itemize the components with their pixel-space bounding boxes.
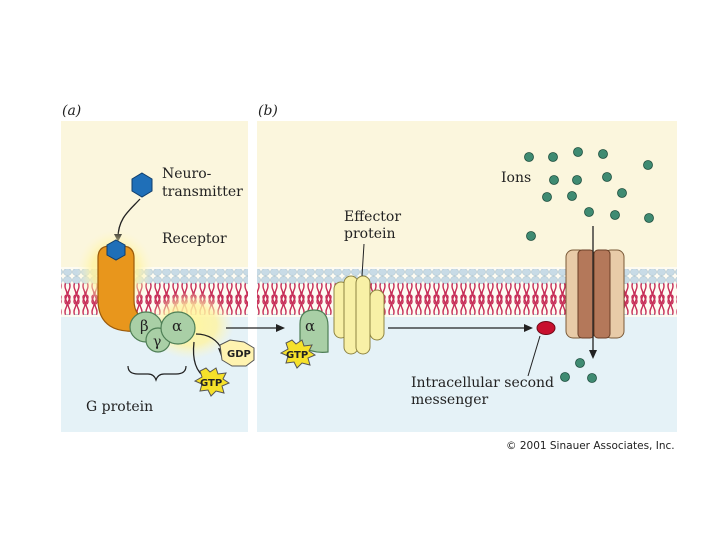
effector-label-line2: protein (344, 226, 396, 242)
alpha-symbol: α (172, 317, 183, 335)
panel-b-extracellular (257, 121, 677, 269)
bound-neurotransmitter-icon (106, 239, 126, 261)
gdp-text: GDP (227, 349, 251, 360)
beta-symbol: β (140, 317, 149, 335)
gtp-badge-a (193, 367, 231, 397)
neurotransmitter-icon (131, 172, 153, 198)
ions-extracellular (524, 147, 654, 241)
gtp-badge-b (279, 339, 317, 369)
panel-b-label: (b) (258, 103, 278, 119)
second-messenger-label-line2: messenger (411, 392, 489, 408)
g-alpha-subunit (160, 311, 196, 345)
second-messenger-label-line1: Intracellular second (411, 375, 554, 391)
gtp-a-text: GTP (200, 378, 223, 389)
ions-intracellular (560, 358, 597, 383)
copyright-notice: © 2001 Sinauer Associates, Inc. (506, 440, 675, 452)
second-messenger-icon (536, 321, 556, 335)
receptor-label: Receptor (162, 231, 227, 247)
ions-label: Ions (501, 170, 532, 186)
effector-label-line1: Effector (344, 209, 402, 225)
gamma-symbol: γ (153, 334, 162, 350)
g-protein-label: G protein (86, 399, 154, 415)
neurotransmitter-label-line2: transmitter (162, 184, 243, 200)
gtp-b-text: GTP (286, 350, 309, 361)
effector-segment-4 (369, 289, 385, 341)
effector-segment-3 (355, 275, 371, 355)
alpha-b-symbol: α (305, 317, 316, 335)
channel-segment-2 (577, 249, 595, 339)
messenger-leader (527, 335, 541, 377)
activated-g-alpha (299, 309, 329, 353)
panel-a-label: (a) (62, 103, 82, 119)
gdp-badge (219, 339, 255, 367)
channel-segment-3 (593, 249, 611, 339)
neurotransmitter-label-line1: Neuro- (162, 166, 212, 182)
g-protein-bracket (127, 365, 187, 382)
effector-leader (361, 243, 365, 277)
